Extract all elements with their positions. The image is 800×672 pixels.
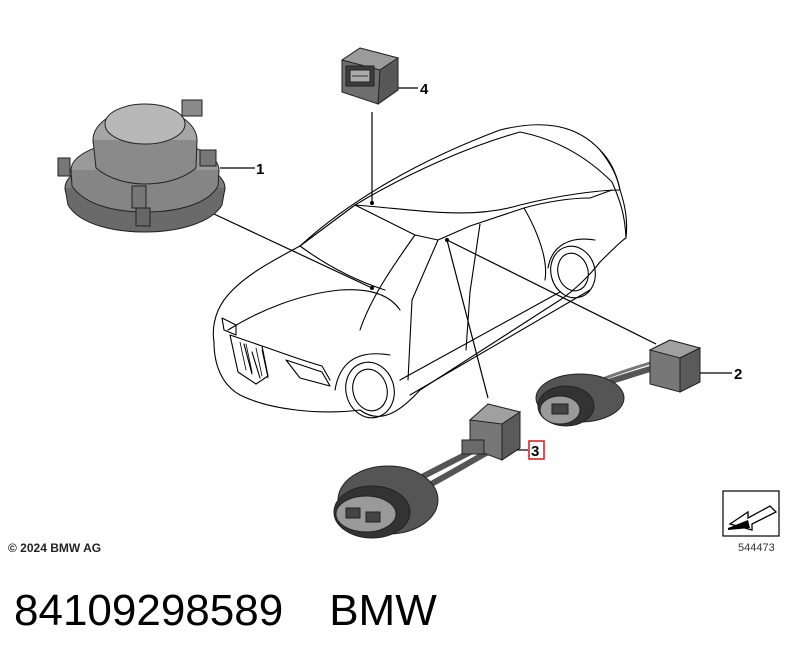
diagram-id: 544473 — [738, 542, 775, 554]
usb-socket-dual-icon — [333, 403, 522, 539]
part-footer: 84109298589 BMW — [14, 586, 437, 636]
arrow-reference-icon — [722, 490, 780, 537]
callout-3: 3 — [531, 443, 539, 460]
callout-4: 4 — [420, 81, 429, 98]
callout-3-highlight-box — [528, 440, 545, 460]
part-number: 84109298589 — [14, 586, 284, 635]
car-outline-icon — [212, 124, 628, 419]
copyright-notice: © 2024 BMW AG — [8, 541, 102, 555]
callout-1: 1 — [256, 161, 264, 178]
leader-dots — [370, 201, 449, 290]
usb-socket-single-icon — [535, 339, 702, 427]
callout-2: 2 — [734, 366, 742, 383]
brand-name: BMW — [329, 586, 437, 635]
connector-icon — [340, 47, 400, 106]
speaker-icon — [57, 99, 226, 233]
